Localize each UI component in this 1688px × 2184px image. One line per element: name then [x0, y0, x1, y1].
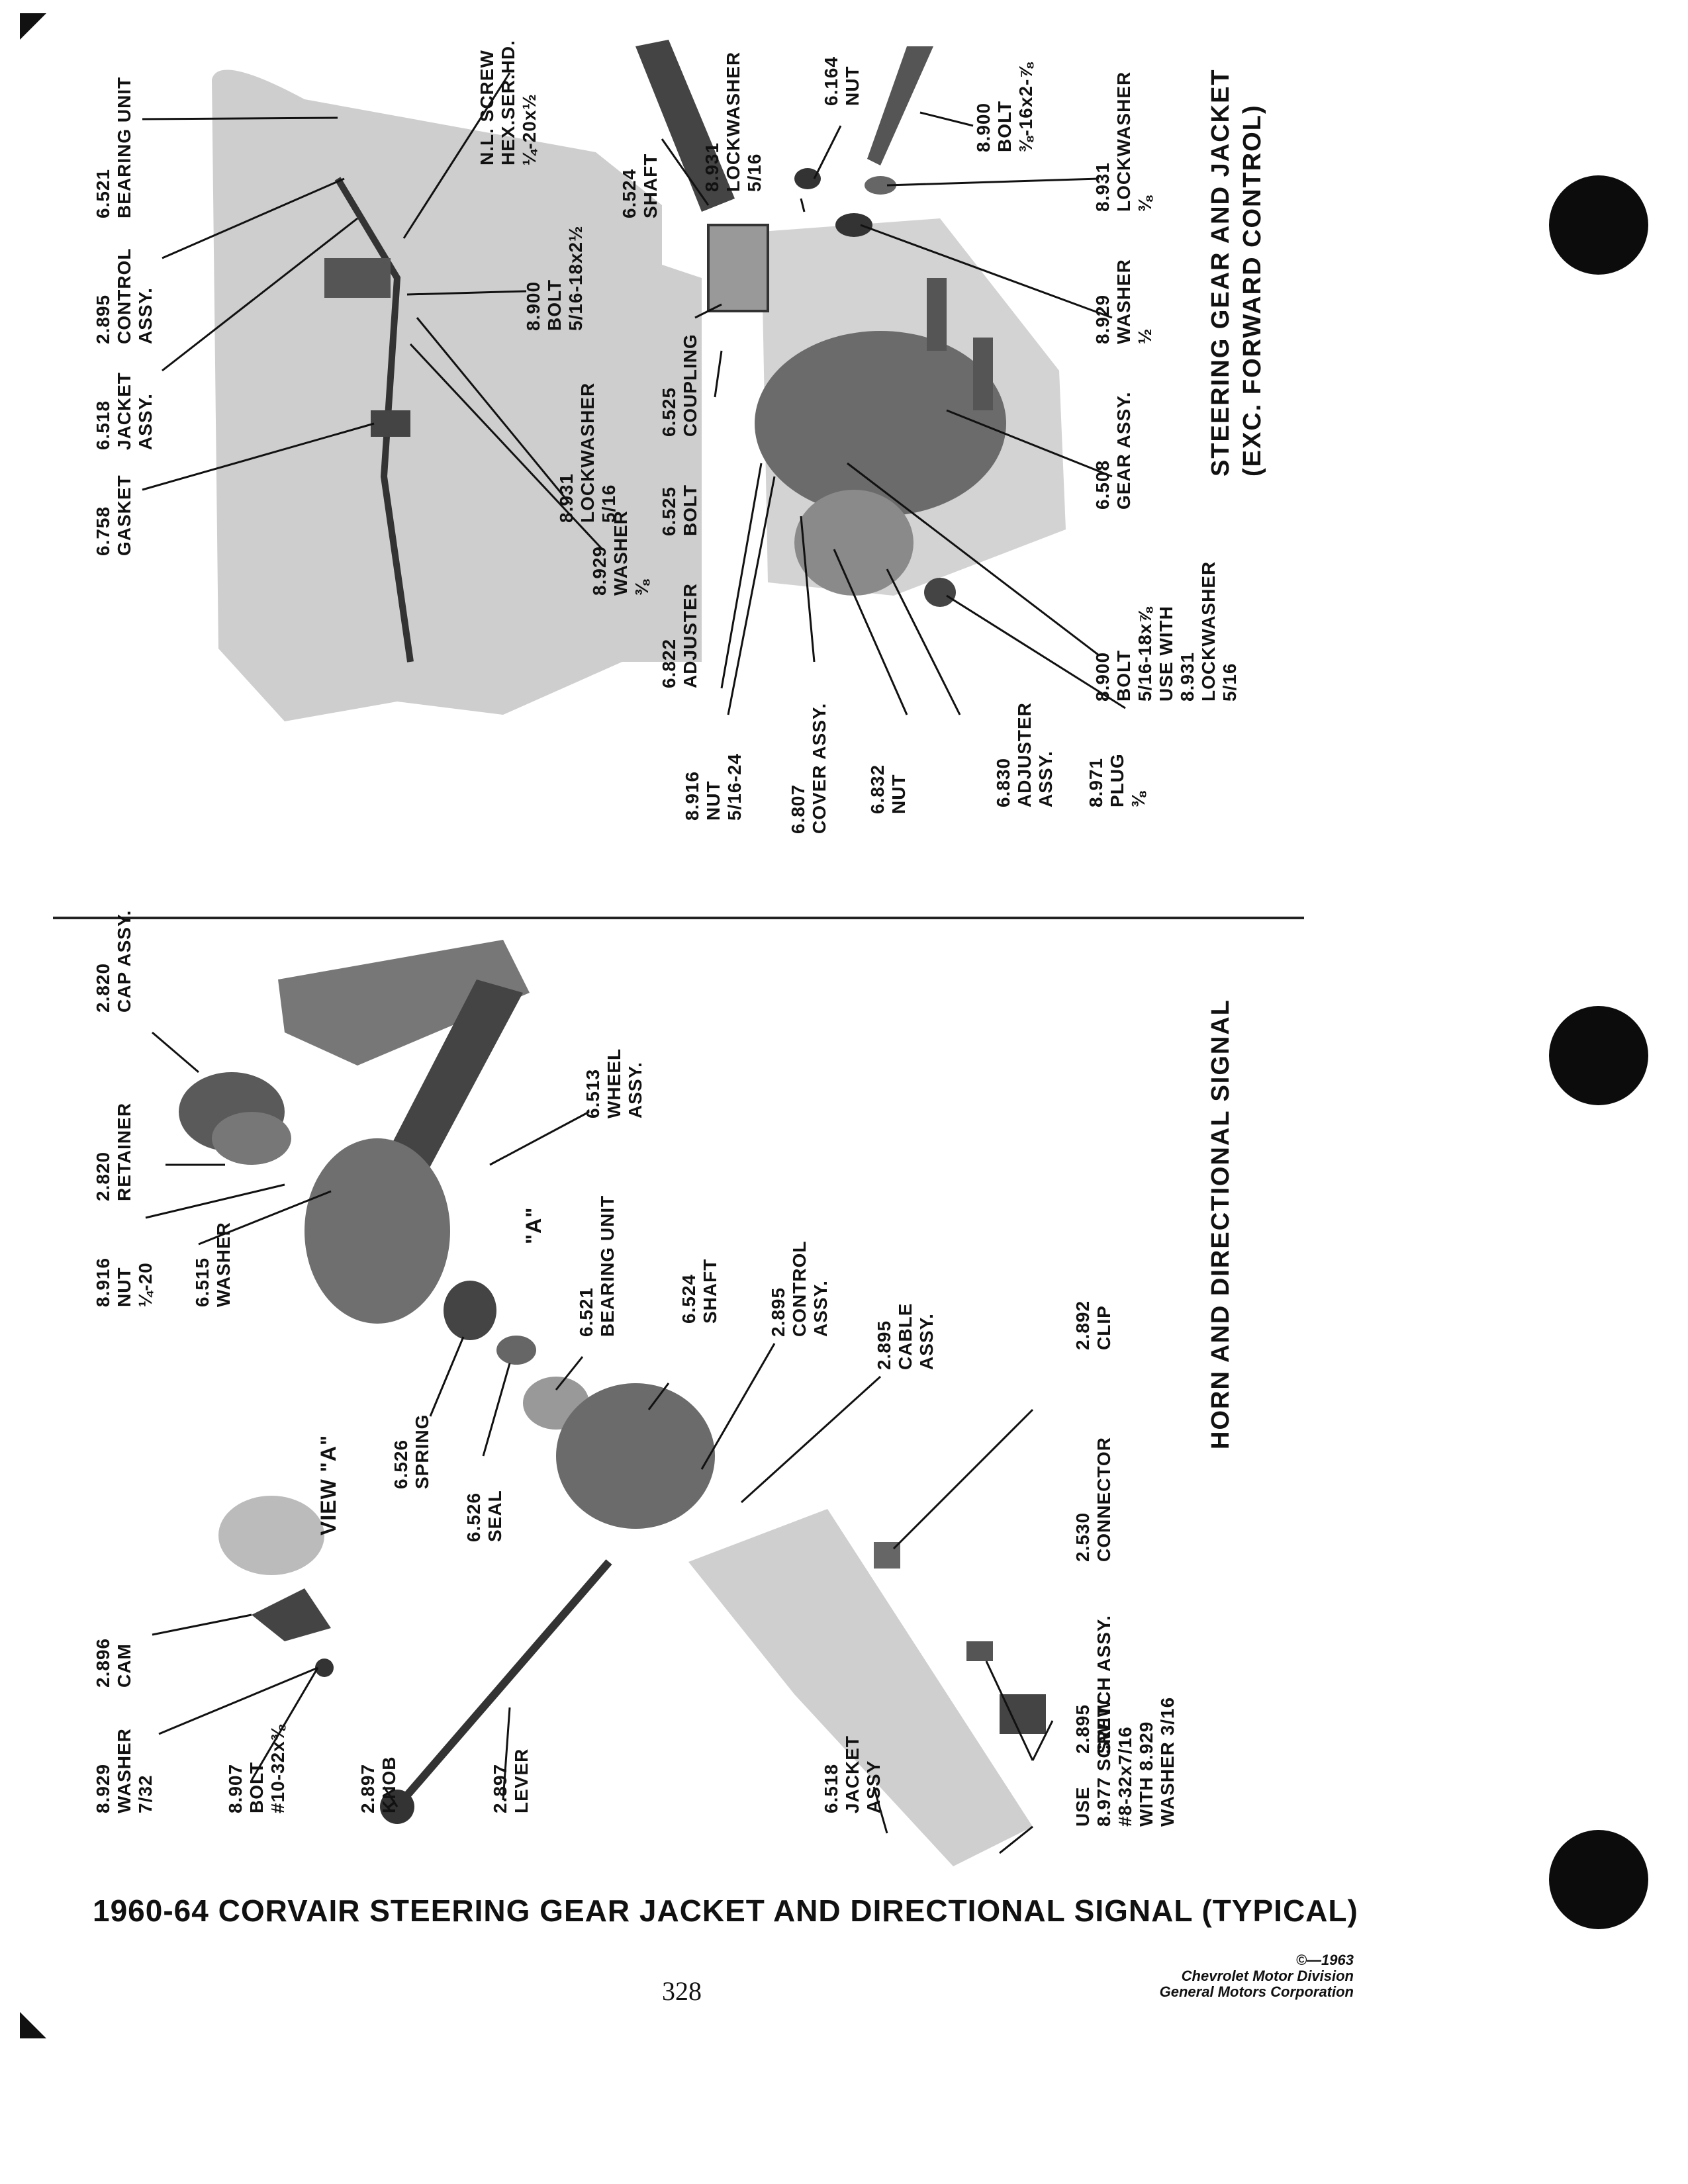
small-bolt [315, 1659, 334, 1677]
coupling [707, 224, 769, 312]
top-panel-title: STEERING GEAR AND JACKET (EXC. FORWARD C… [1207, 68, 1266, 477]
control-housing [556, 1383, 715, 1529]
binder-hole-middle [1549, 1006, 1648, 1105]
washer [835, 213, 872, 237]
switch-assy [1000, 1694, 1046, 1734]
retainer [212, 1112, 291, 1165]
callout-a: "A" [522, 1206, 545, 1244]
page-caption: 1960-64 CORVAIR STEERING GEAR JACKET AND… [93, 1893, 1358, 1928]
upper-shaft [635, 40, 735, 212]
control-assy [324, 258, 391, 298]
lever [394, 1559, 612, 1809]
body-panel-shading [212, 69, 702, 722]
registration-mark-top [20, 13, 46, 40]
gear-bolt-2 [973, 338, 993, 410]
copyright-block: ©—1963 Chevrolet Motor Division General … [1160, 1952, 1354, 2000]
panel-divider [53, 917, 1304, 919]
cam [218, 1496, 324, 1575]
copyright-division: Chevrolet Motor Division [1181, 1968, 1354, 1984]
steering-wheel-hub [278, 940, 530, 1066]
binder-hole-bottom [1549, 1830, 1648, 1929]
nut [794, 168, 821, 189]
cam-arm [252, 1588, 331, 1641]
copyright-year: ©—1963 [1295, 1952, 1354, 1968]
plug [924, 578, 956, 607]
registration-mark-bottom [20, 2012, 46, 2038]
lockwasher [865, 176, 896, 195]
view-a-label: VIEW "A" [316, 1434, 340, 1535]
connector [966, 1641, 993, 1661]
bearing-hub [305, 1138, 450, 1324]
wheel-spoke [371, 979, 523, 1191]
gasket [371, 410, 410, 437]
gear-assy [755, 331, 1006, 516]
seal [496, 1336, 536, 1365]
copyright-corporation: General Motors Corporation [1159, 1983, 1354, 2000]
cover-assy [794, 490, 914, 596]
gear-bolt-1 [927, 278, 947, 351]
page-number: 328 [662, 1976, 702, 2006]
bolt-long [867, 46, 933, 165]
jacket-assy [688, 1509, 1033, 1866]
steering-column [334, 177, 414, 662]
bottom-panel-title: HORN AND DIRECTIONAL SIGNAL [1207, 999, 1235, 1449]
binder-hole-top [1549, 175, 1648, 275]
spring [444, 1281, 496, 1340]
